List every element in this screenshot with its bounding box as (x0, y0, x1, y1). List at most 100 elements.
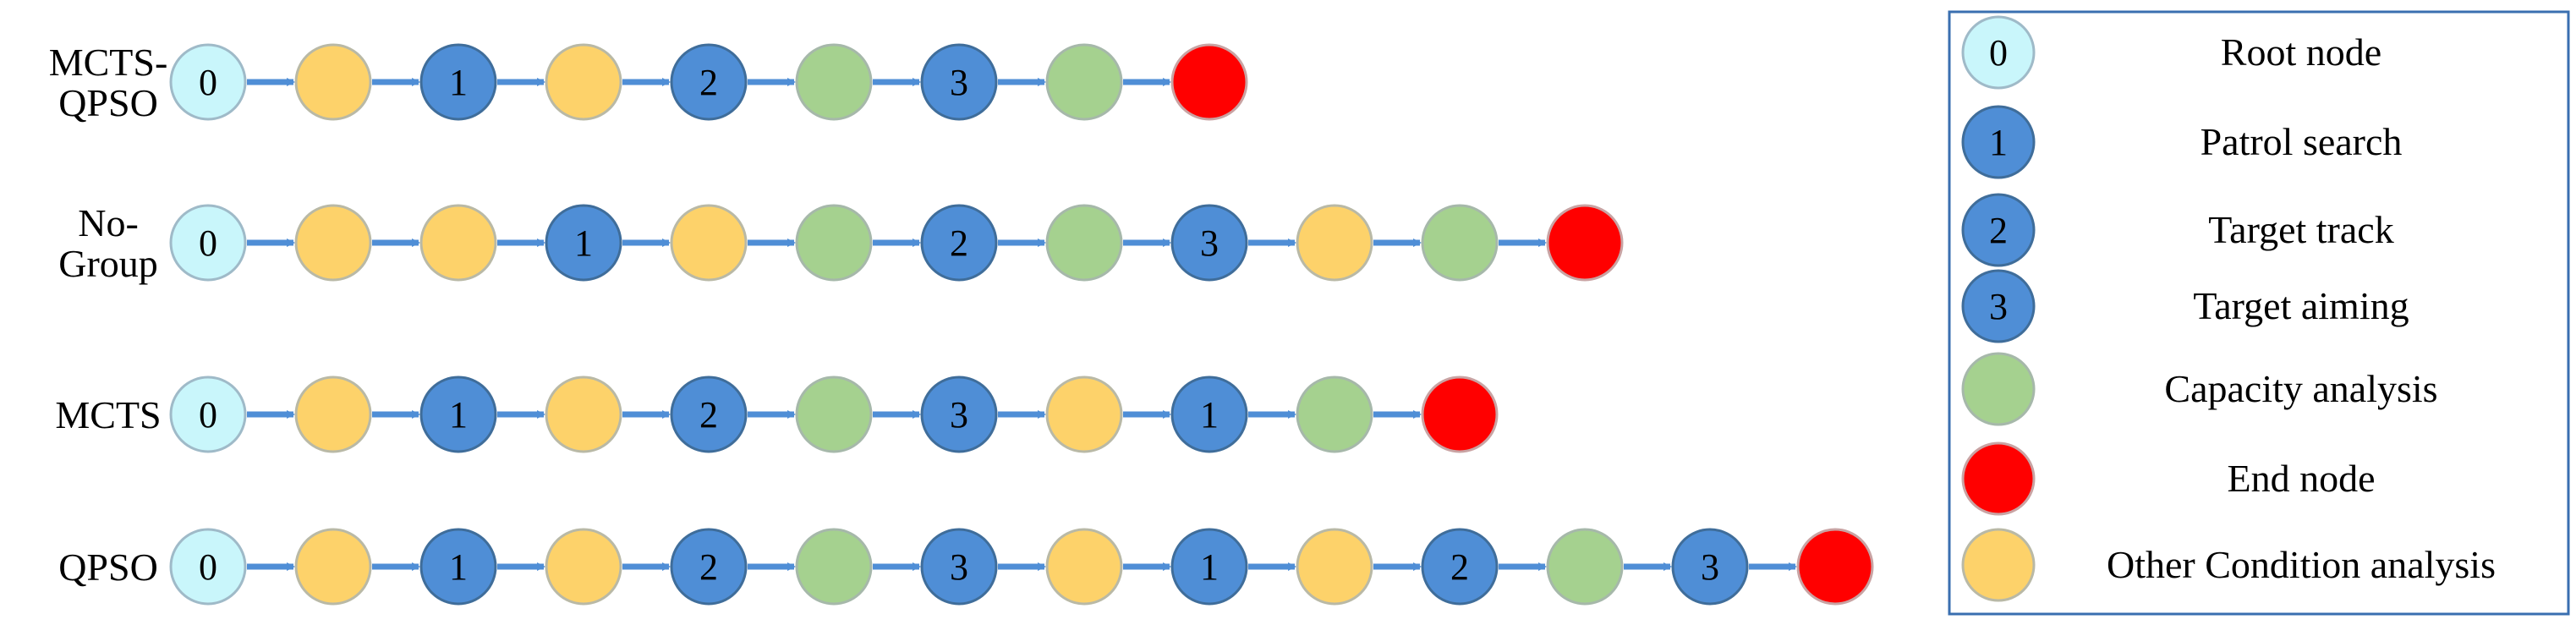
end-node (1796, 528, 1874, 606)
capacity-node (1045, 204, 1123, 282)
node-label: 1 (1200, 546, 1219, 588)
node-label: 1 (449, 394, 468, 436)
search-node (920, 204, 998, 282)
search-node (1170, 528, 1248, 606)
legend-text: End node (2227, 457, 2375, 500)
node-label: 0 (199, 546, 217, 588)
node-label: 2 (699, 62, 718, 103)
node-label: 3 (950, 546, 968, 588)
condition-node (1296, 204, 1373, 282)
root-node (169, 204, 247, 282)
sequence-row: MCTS-QPSO 0 1 2 3 (49, 41, 1248, 124)
search-node (670, 43, 748, 121)
condition-node (670, 204, 748, 282)
search-node (1671, 528, 1749, 606)
capacity-node (795, 528, 873, 606)
legend-box (1948, 10, 2570, 616)
node-label: 3 (950, 394, 968, 436)
root-node (169, 376, 247, 453)
condition-node (545, 43, 622, 121)
legend-text: Other Condition analysis (2107, 543, 2496, 586)
legend-item: 3 Target aiming (1961, 269, 2409, 343)
node-label: 1 (574, 222, 593, 264)
legend: 0 Root node 1 Patrol search 2 Target track 3 Ta… (1948, 10, 2570, 616)
condition-node (294, 204, 372, 282)
root-node (169, 43, 247, 121)
node-label: 2 (1450, 546, 1469, 588)
legend-condition-swatch (1961, 528, 2036, 602)
search-node (419, 528, 497, 606)
row-label-line: No- (78, 201, 139, 244)
capacity-node (795, 43, 873, 121)
capacity-node (795, 376, 873, 453)
condition-node (419, 204, 497, 282)
legend-search-swatch (1961, 269, 2036, 343)
legend-item: Other Condition analysis (1961, 528, 2496, 602)
node-label: 2 (699, 546, 718, 588)
legend-item: 2 Target track (1961, 193, 2394, 267)
legend-text: Target aiming (2193, 284, 2409, 327)
legend-symbol: 0 (1989, 32, 2008, 74)
node-label: 2 (699, 394, 718, 436)
legend-item: 0 Root node (1961, 15, 2381, 90)
search-node (419, 43, 497, 121)
row-label: MCTS (55, 393, 161, 436)
node-label: 2 (950, 222, 968, 264)
condition-node (1045, 376, 1123, 453)
condition-node (294, 376, 372, 453)
search-node (1170, 376, 1248, 453)
legend-symbol: 3 (1989, 286, 2008, 327)
condition-node (294, 43, 372, 121)
legend-item: 1 Patrol search (1961, 105, 2403, 179)
capacity-node (1421, 204, 1499, 282)
row-label: QPSO (58, 546, 158, 589)
row-label-line: QPSO (58, 546, 158, 589)
node-label: 0 (199, 62, 217, 103)
row-label-line: MCTS- (49, 41, 168, 84)
search-node (1421, 528, 1499, 606)
row-label: MCTS-QPSO (49, 41, 168, 124)
condition-node (1296, 528, 1373, 606)
node-label: 0 (199, 394, 217, 436)
condition-node (545, 376, 622, 453)
end-node (1170, 43, 1248, 121)
node-label: 3 (1701, 546, 1719, 588)
legend-text: Patrol search (2201, 120, 2403, 163)
legend-root-swatch (1961, 15, 2036, 90)
legend-end-swatch (1961, 441, 2036, 516)
capacity-node (795, 204, 873, 282)
row-label: No-Group (58, 201, 158, 285)
legend-search-swatch (1961, 193, 2036, 267)
end-node (1421, 376, 1499, 453)
legend-item: End node (1961, 441, 2376, 516)
legend-search-swatch (1961, 105, 2036, 179)
legend-capacity-swatch (1961, 352, 2036, 426)
capacity-node (1296, 376, 1373, 453)
legend-text: Root node (2221, 30, 2381, 74)
capacity-node (1045, 43, 1123, 121)
condition-node (294, 528, 372, 606)
legend-text: Target track (2208, 208, 2393, 251)
search-node (1170, 204, 1248, 282)
legend-symbol: 2 (1989, 210, 2008, 251)
search-node (670, 528, 748, 606)
search-node (920, 528, 998, 606)
search-node (670, 376, 748, 453)
row-label-line: MCTS (55, 393, 161, 436)
search-node (545, 204, 622, 282)
node-label: 1 (449, 62, 468, 103)
legend-text: Capacity analysis (2164, 367, 2437, 410)
row-label-line: Group (58, 242, 158, 285)
legend-symbol: 1 (1989, 122, 2008, 163)
condition-node (545, 528, 622, 606)
condition-node (1045, 528, 1123, 606)
search-node (920, 43, 998, 121)
node-label: 0 (199, 222, 217, 264)
end-node (1546, 204, 1624, 282)
node-label: 3 (950, 62, 968, 103)
